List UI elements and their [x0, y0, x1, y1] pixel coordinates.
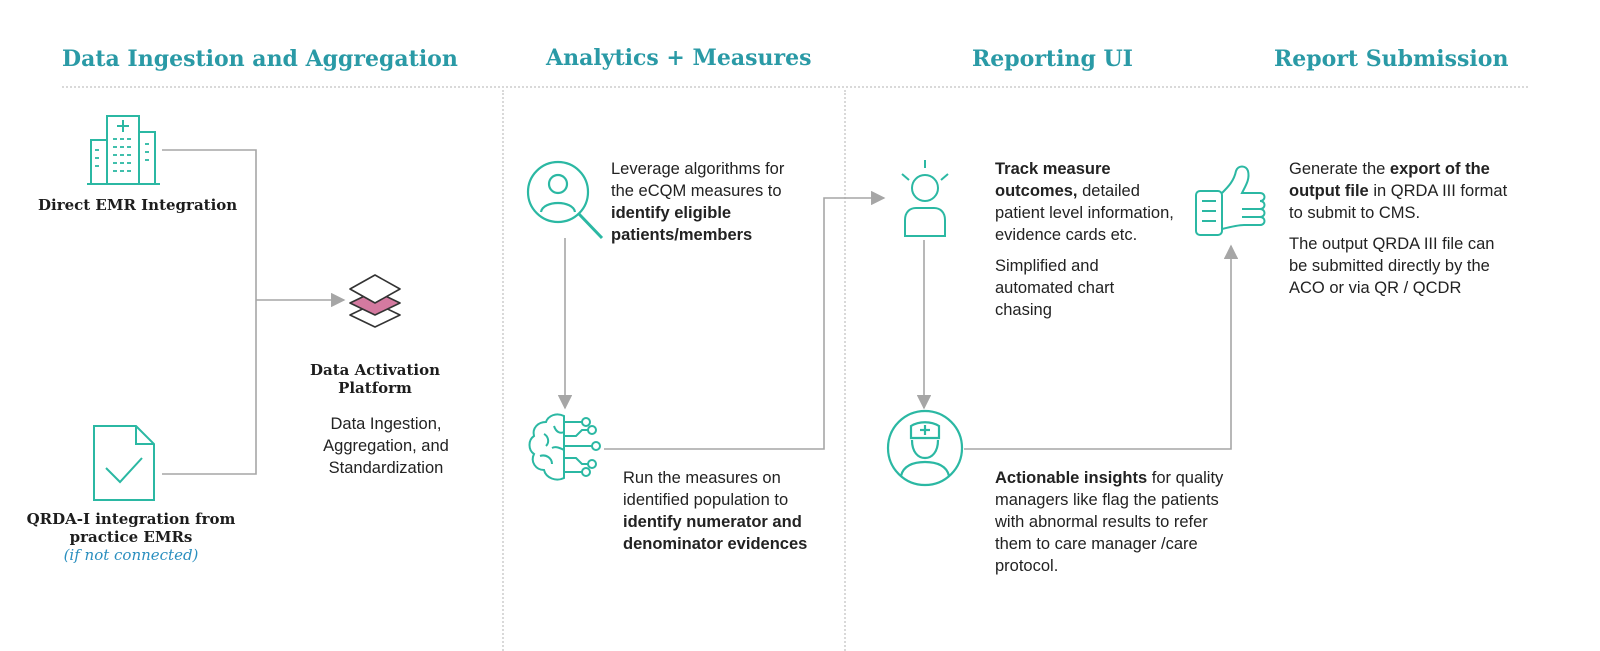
actionable-insights-emphasis: Actionable insights	[995, 469, 1148, 487]
run-measures-text: Run the measures on identified populatio…	[623, 467, 823, 555]
column-divider-1	[502, 90, 504, 651]
simplified-chasing-text: Simplified and automated chart chasing	[995, 257, 1115, 319]
track-measure-detail: detailed patient level information, evid…	[995, 182, 1174, 244]
export-emphasis: export of the output file	[1289, 160, 1490, 200]
heading-submission: Report Submission	[1274, 46, 1509, 72]
actionable-insights-detail: for quality managers like flag the patie…	[995, 469, 1224, 575]
export-intro: Generate the	[1289, 160, 1390, 178]
platform-description: Data Ingestion, Aggregation, and Standar…	[323, 415, 449, 477]
track-measure-emphasis: Track measure outcomes,	[995, 160, 1111, 200]
heading-reporting: Reporting UI	[972, 46, 1133, 72]
column-divider-2	[844, 90, 846, 651]
track-measure-text: Track measure outcomes, detailed patient…	[995, 158, 1175, 330]
qrda-connection-note: (if not connected)	[63, 546, 199, 564]
user-search-icon	[526, 160, 606, 247]
identify-patients-emphasis: identify eligible patients/members	[611, 204, 753, 244]
user-idea-icon	[896, 158, 954, 243]
heading-ingestion: Data Ingestion and Aggregation	[62, 46, 458, 72]
platform-title: Data Activation Platform	[310, 361, 440, 397]
header-divider	[62, 86, 1528, 88]
export-detail: in QRDA III format to submit to CMS.	[1289, 182, 1508, 222]
actionable-insights-text: Actionable insights for quality managers…	[995, 467, 1235, 577]
output-file-text: The output QRDA III file can be submitte…	[1289, 235, 1495, 297]
hospital-building-icon	[86, 112, 162, 193]
heading-analytics: Analytics + Measures	[546, 45, 812, 71]
identify-patients-text: Leverage algorithms for the eCQM measure…	[611, 158, 811, 246]
thumbs-up-icon	[1194, 163, 1268, 248]
brain-circuit-icon	[526, 412, 606, 491]
export-text: Generate the export of the output file i…	[1289, 158, 1515, 308]
qrda-integration-label: QRDA-I integration from practice EMRs	[26, 510, 236, 546]
layers-stack-icon	[347, 273, 403, 334]
run-measures-emphasis: identify numerator and denominator evide…	[623, 513, 808, 553]
identify-patients-intro: Leverage algorithms for the eCQM measure…	[611, 160, 785, 200]
document-check-icon	[92, 424, 156, 507]
run-measures-intro: Run the measures on identified populatio…	[623, 469, 789, 509]
nurse-icon	[885, 408, 965, 493]
emr-integration-label: Direct EMR Integration	[38, 196, 238, 214]
